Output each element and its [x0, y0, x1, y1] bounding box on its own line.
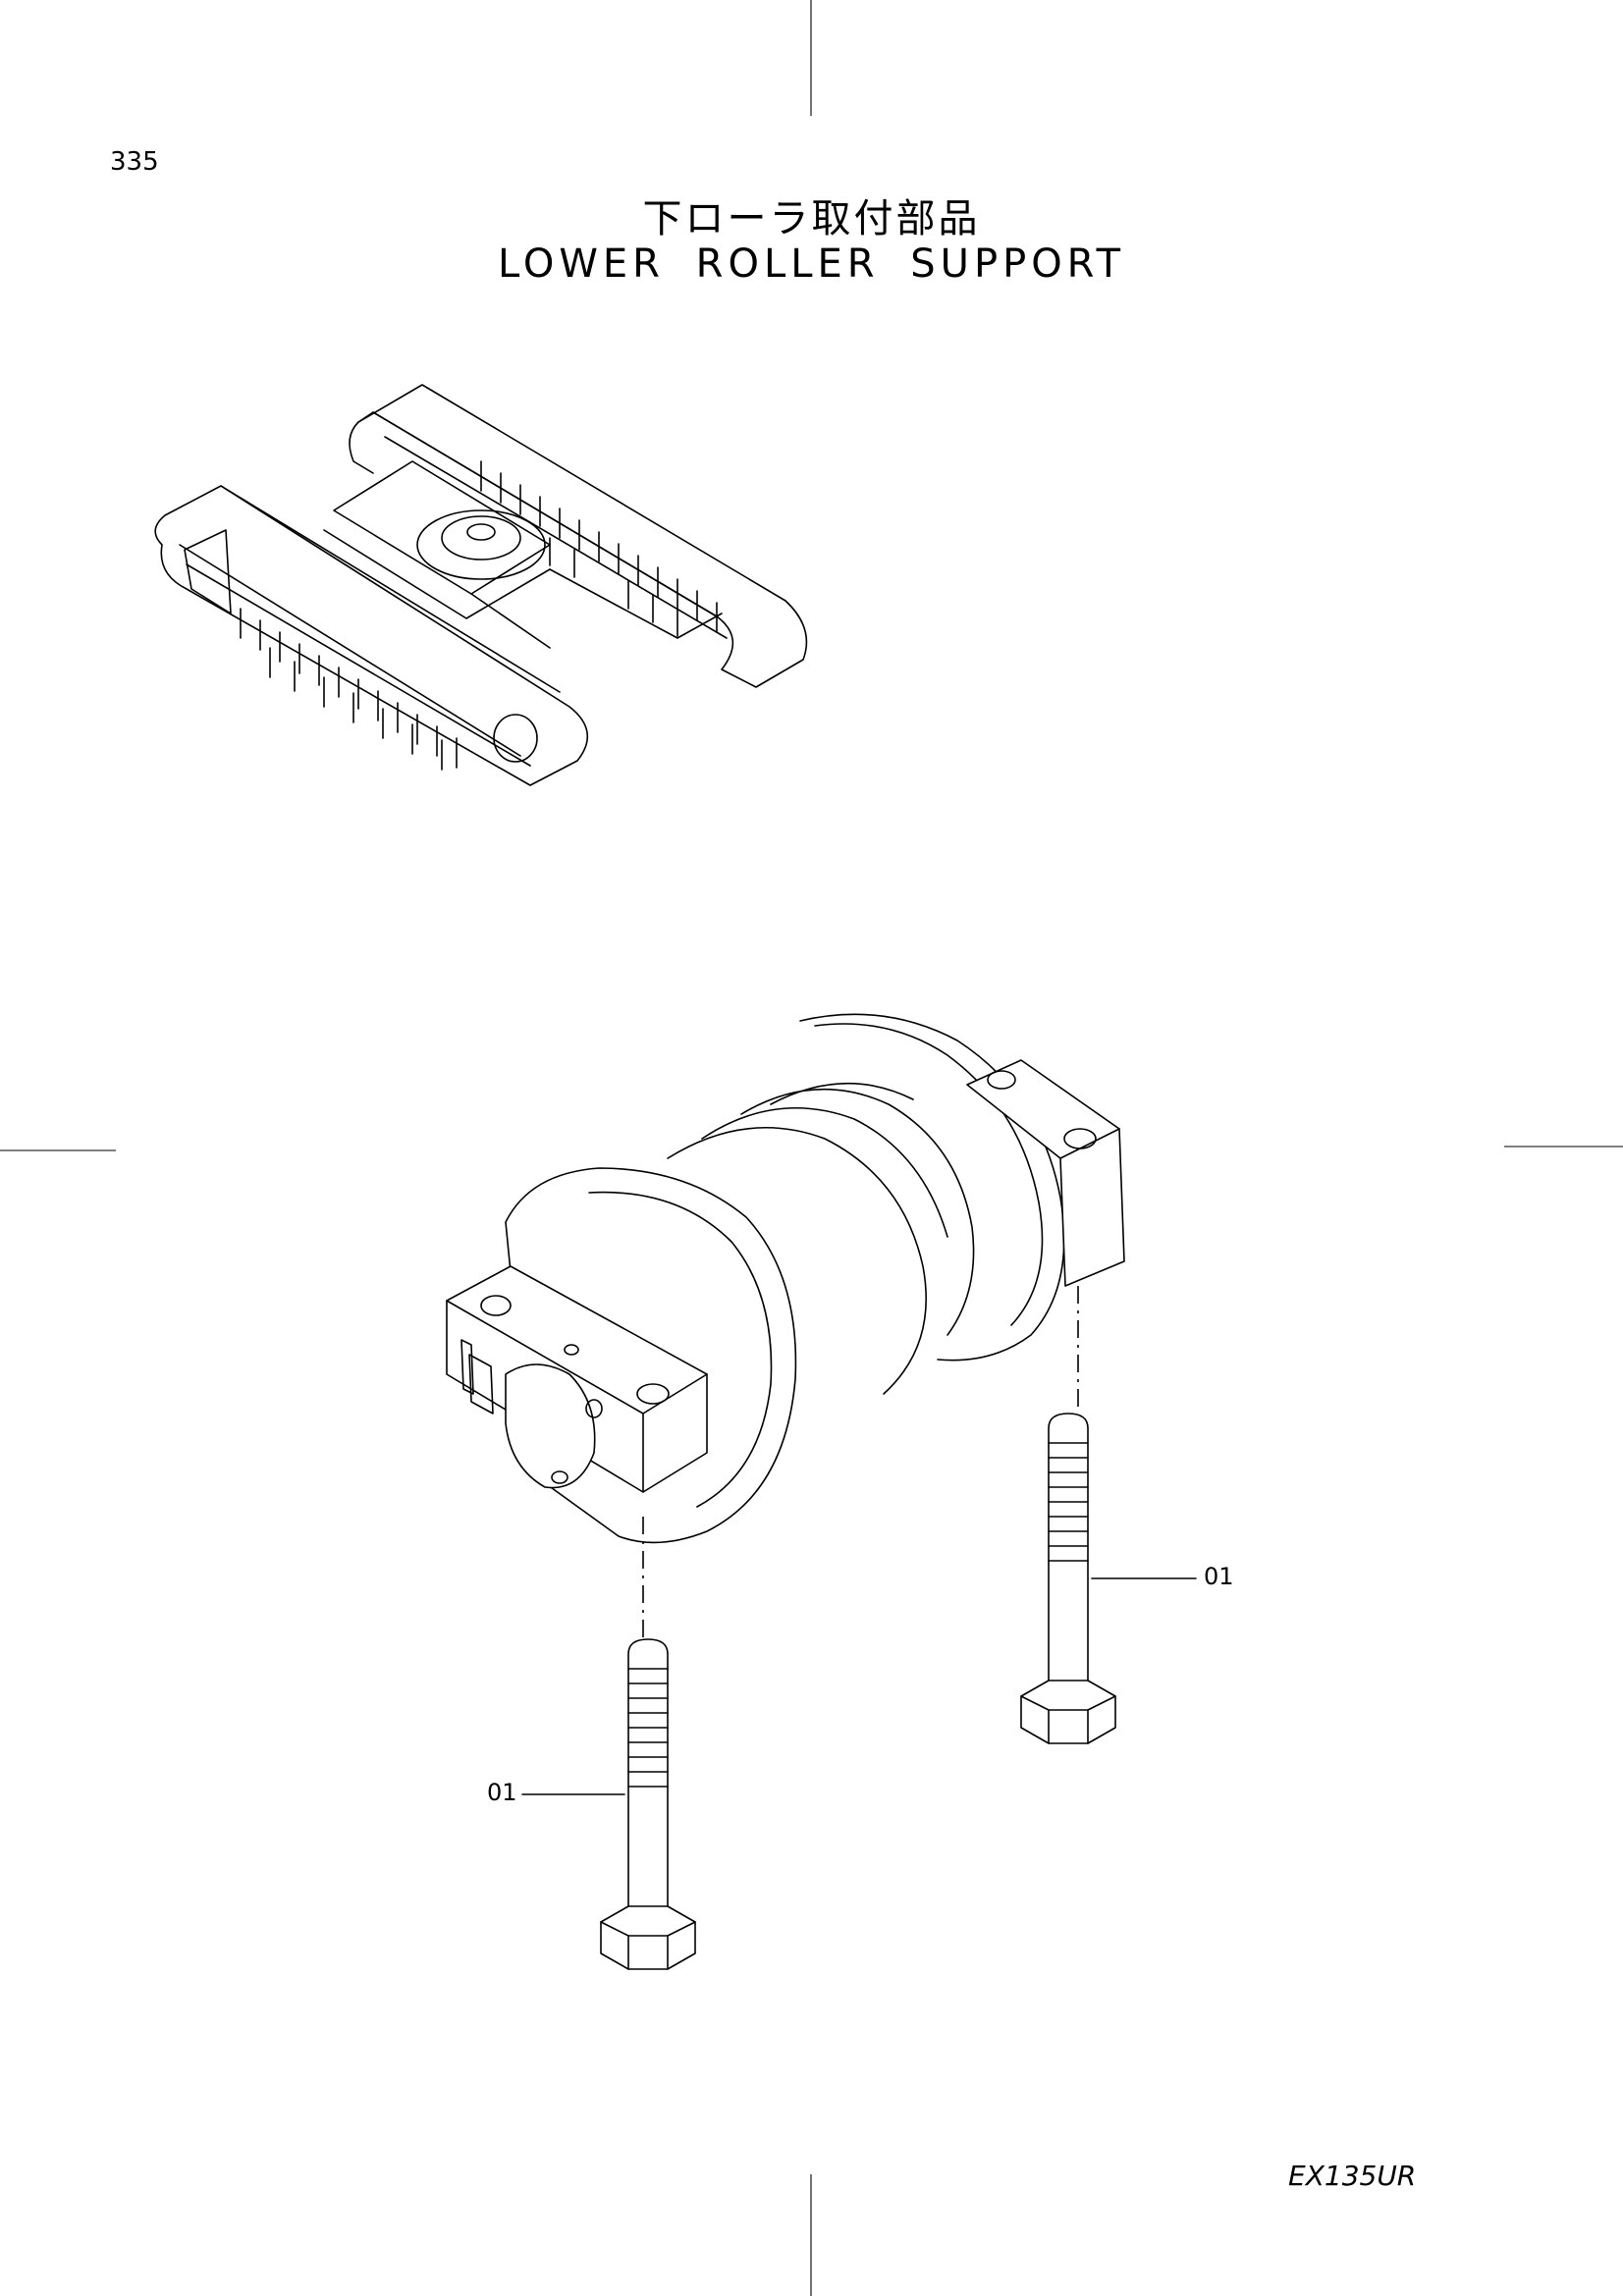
callout-label: 01 [1204, 1563, 1234, 1590]
bolt-left [521, 1638, 696, 1970]
undercarriage-overview [154, 384, 808, 786]
model-number: EX135UR [1288, 2160, 1417, 2192]
page-number: 335 [110, 147, 159, 177]
title-japanese: 下ローラ取付部品 [642, 196, 981, 241]
lower-roller-assembly [446, 1013, 1125, 1639]
callout-label: 01 [487, 1779, 517, 1806]
title-english: LOWER ROLLER SUPPORT [497, 241, 1125, 287]
bolt-right [1020, 1413, 1197, 1744]
